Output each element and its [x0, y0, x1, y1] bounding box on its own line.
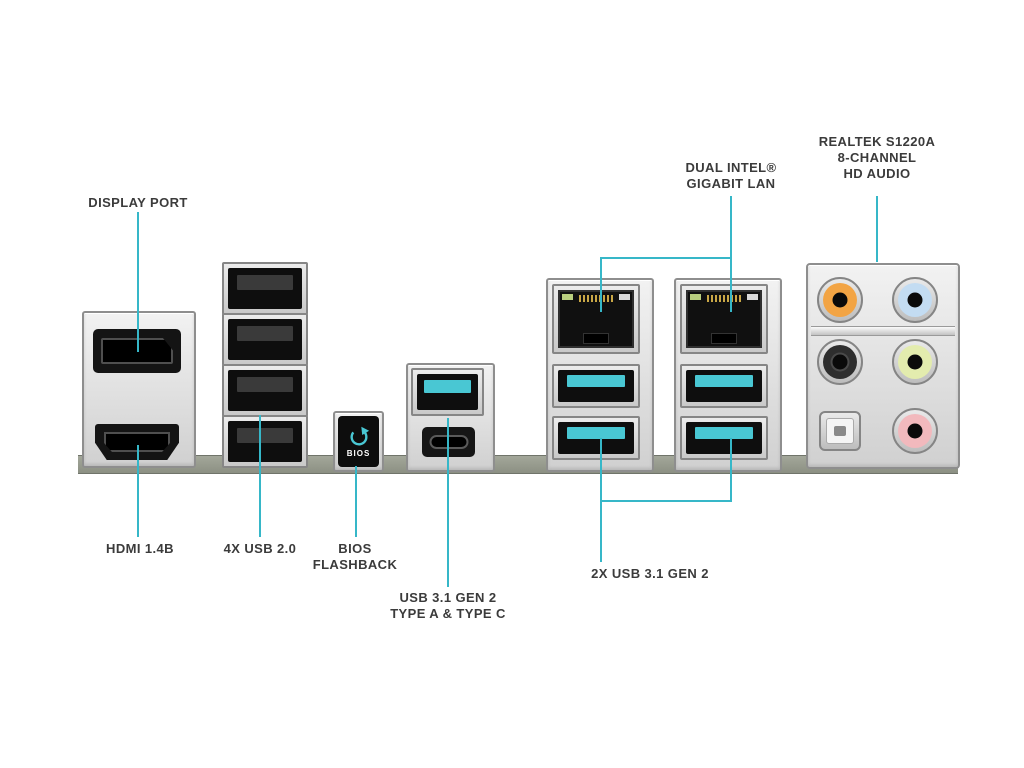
usb31-port-2b: [680, 416, 768, 460]
label-audio: REALTEK S1220A 8-CHANNEL HD AUDIO: [797, 134, 957, 182]
label-audio-line2: 8-CHANNEL: [837, 150, 917, 165]
audio-jack-lime: [892, 339, 938, 385]
label-lan-line1: DUAL INTEL®: [685, 160, 777, 175]
usb2-port-4-tongue: [236, 427, 294, 444]
label-usb31-ac-line1: USB 3.1 GEN 2: [399, 590, 497, 605]
usb31-port-1a-opening: [558, 370, 634, 402]
audio-jack-black: [817, 339, 863, 385]
ethernet-port-2: [680, 284, 768, 354]
label-lan-line2: GIGABIT LAN: [686, 176, 776, 191]
leader-lan-vertical-left: [600, 257, 602, 312]
audio-jack-orange-face: [823, 283, 857, 317]
usb2-port-3-tongue: [236, 376, 294, 393]
usb31-port-2b-tongue: [695, 427, 753, 440]
lan-notch-1: [583, 333, 609, 344]
usb2-port-3: [222, 364, 308, 417]
audio-panel: [806, 263, 960, 469]
usb2-stack: [222, 262, 308, 468]
leader-usb31gen2-drop: [600, 500, 602, 562]
ethernet-port-1: [552, 284, 640, 354]
audio-jack-orange: [817, 277, 863, 323]
lan-led-left-2: [690, 294, 701, 300]
audio-jack-pink: [892, 408, 938, 454]
leader-usb31gen2-vertical-right: [730, 438, 732, 502]
usb31-typea-tongue: [424, 379, 471, 394]
bios-button-label: BIOS: [346, 448, 371, 458]
leader-lan-vertical-right: [730, 196, 732, 312]
leader-audio: [876, 196, 878, 262]
usb31-typea-port: [411, 368, 484, 416]
audio-jack-pink-face: [898, 414, 932, 448]
lan-led-right-1: [619, 294, 630, 300]
usb31-port-1b-opening: [558, 422, 634, 454]
audio-jack-black-hole: [832, 354, 848, 370]
bios-flashback-button: BIOS: [338, 416, 379, 467]
usb31-port-2a-opening: [686, 370, 762, 402]
usb2-port-4: [222, 415, 308, 468]
label-usb31-gen2: 2X USB 3.1 GEN 2: [591, 566, 709, 581]
label-bios-flashback: BIOS FLASHBACK: [275, 541, 435, 573]
usb31-typea-opening: [417, 374, 478, 410]
label-lan: DUAL INTEL® GIGABIT LAN: [650, 160, 812, 192]
lan-led-right-2: [747, 294, 758, 300]
lan-usb-module-1: [546, 278, 654, 472]
usb31-port-1b: [552, 416, 640, 460]
label-audio-line1: REALTEK S1220A: [818, 134, 936, 149]
leader-usb2: [259, 415, 261, 537]
ethernet-jack-2: [686, 290, 762, 348]
label-audio-line3: HD AUDIO: [843, 166, 911, 181]
usb2-port-2: [222, 313, 308, 366]
audio-jack-black-face: [823, 345, 857, 379]
bios-refresh-icon: [349, 426, 369, 446]
leader-usb31gen2-vertical-left: [600, 438, 602, 502]
audio-jack-light-blue-face: [898, 283, 932, 317]
lan-notch-2: [711, 333, 737, 344]
label-usb2: 4X USB 2.0: [223, 541, 297, 556]
ethernet-jack-1: [558, 290, 634, 348]
leader-usb31gen2-horizontal: [600, 500, 732, 502]
audio-jack-orange-hole: [832, 292, 848, 308]
usb31-port-2b-opening: [686, 422, 762, 454]
hdmi-port: [95, 424, 179, 460]
leader-hdmi: [137, 445, 139, 537]
usb31-port-1a: [552, 364, 640, 408]
label-hdmi: HDMI 1.4B: [106, 541, 174, 556]
lan-usb-module-2: [674, 278, 782, 472]
leader-lan-horizontal: [600, 257, 732, 259]
optical-spdif-flap: [826, 418, 854, 444]
audio-jack-light-blue: [892, 277, 938, 323]
label-usb31-ac: USB 3.1 GEN 2 TYPE A & TYPE C: [368, 590, 528, 622]
usb2-port-4-opening: [228, 421, 302, 462]
usb2-port-2-tongue: [236, 325, 294, 342]
usb2-port-1-opening: [228, 268, 302, 309]
lan-pins-2: [707, 295, 741, 302]
usb2-port-3-opening: [228, 370, 302, 411]
optical-spdif-port: [819, 411, 861, 451]
label-usb31-ac-line2: TYPE A & TYPE C: [390, 606, 506, 621]
lan-pins-1: [579, 295, 613, 302]
audio-panel-ridge: [811, 326, 955, 336]
label-bios-flashback-line1: BIOS: [338, 541, 372, 556]
usb31-typea-typec-bracket: [406, 363, 495, 472]
audio-jack-light-blue-hole: [907, 292, 923, 308]
dp-hdmi-bracket: [82, 311, 196, 468]
audio-jack-lime-hole: [907, 354, 923, 370]
bios-flashback-bracket: BIOS: [333, 411, 384, 472]
audio-jack-pink-hole: [907, 423, 923, 439]
label-bios-flashback-line2: FLASHBACK: [312, 557, 398, 572]
leader-bios-flashback: [355, 466, 357, 537]
usb31-port-1a-tongue: [567, 375, 625, 388]
usb2-port-1-tongue: [236, 274, 294, 291]
label-display-port: DISPLAY PORT: [88, 195, 188, 210]
leader-usb31-ac: [447, 418, 449, 587]
lan-led-left-1: [562, 294, 573, 300]
usb31-port-2a: [680, 364, 768, 408]
usb2-port-1: [222, 262, 308, 315]
optical-spdif-slot: [834, 426, 846, 436]
usb31-port-2a-tongue: [695, 375, 753, 388]
leader-display-port: [137, 212, 139, 352]
usb2-port-2-opening: [228, 319, 302, 360]
audio-jack-lime-face: [898, 345, 932, 379]
usb31-port-1b-tongue: [567, 427, 625, 440]
